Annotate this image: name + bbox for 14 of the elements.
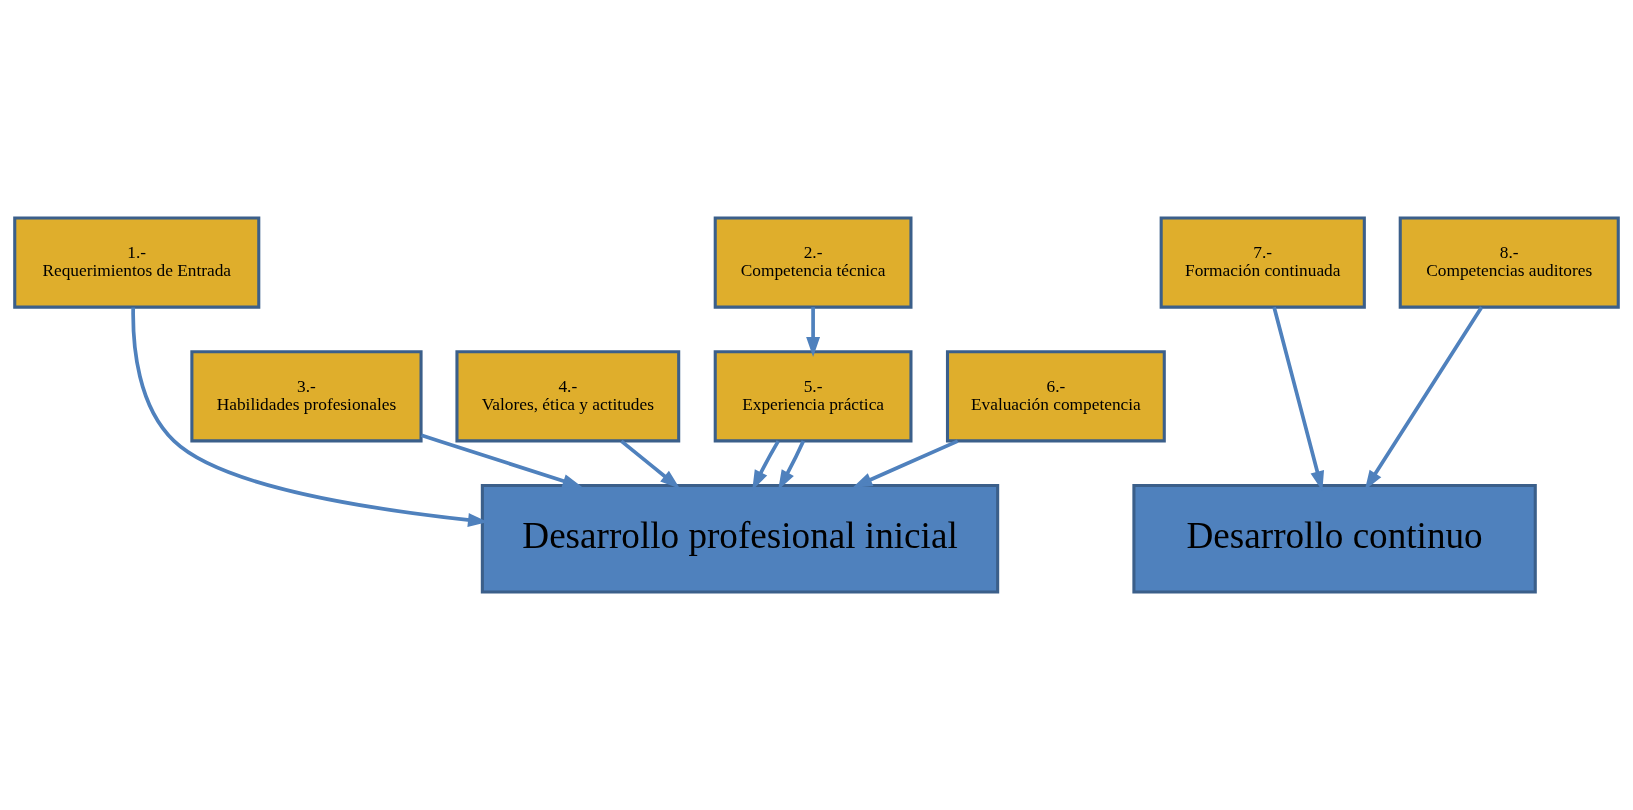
node-box: 2.- Competencia técnica <box>713 216 913 309</box>
node-box: 6.- Evaluación competencia <box>945 350 1166 443</box>
node-box: Desarrollo profesional inicial <box>480 483 1000 594</box>
node-box: 8.- Competencias auditores <box>1398 216 1620 309</box>
node-box: 7.- Formación continuada <box>1159 216 1366 309</box>
arrow <box>420 433 583 488</box>
node-box: Desarrollo continuo <box>1132 483 1537 594</box>
node-box: 4.- Valores, ética y actitudes <box>455 350 681 443</box>
node-box: 3.- Habilidades profesionales <box>190 350 423 443</box>
arrow <box>852 439 959 488</box>
arrow <box>620 439 680 489</box>
arrow <box>806 307 821 357</box>
node-box: 5.- Experiencia práctica <box>713 350 913 443</box>
node-box: 1.- Requerimientos de Entrada <box>13 216 261 309</box>
